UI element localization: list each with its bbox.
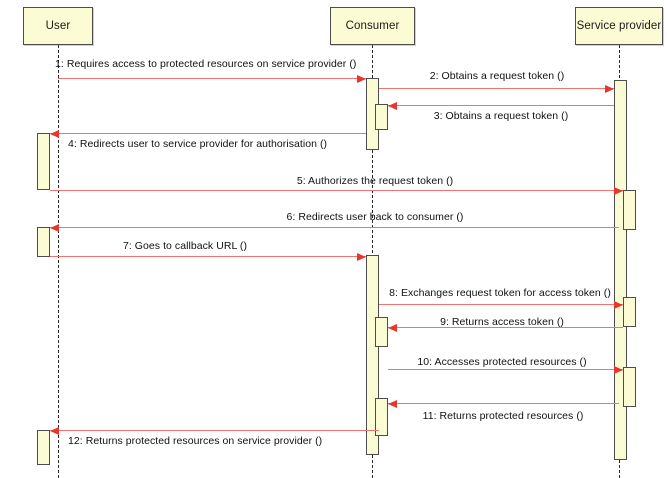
message-arrow-4 bbox=[50, 133, 366, 134]
message-arrow-10 bbox=[388, 369, 623, 370]
message-label-3: 3: Obtains a request token () bbox=[433, 110, 569, 122]
arrow-head-left-icon-3 bbox=[388, 101, 397, 110]
message-arrow-8 bbox=[379, 304, 623, 305]
user-activation-2 bbox=[37, 227, 50, 257]
message-label-1: 1: Requires access to protected resource… bbox=[55, 58, 357, 70]
message-label-2: 2: Obtains a request token () bbox=[429, 70, 565, 82]
arrow-head-right-icon-7 bbox=[357, 252, 366, 261]
message-arrow-9 bbox=[388, 327, 623, 328]
participant-label-service_provider: Service provider bbox=[576, 20, 662, 32]
message-arrow-11 bbox=[388, 403, 619, 404]
arrow-head-right-icon-8 bbox=[614, 300, 623, 309]
user-activation-1 bbox=[37, 133, 50, 190]
message-arrow-3 bbox=[388, 105, 614, 106]
message-label-4: 4: Redirects user to service provider fo… bbox=[68, 138, 328, 150]
message-label-9: 9: Returns access token () bbox=[440, 316, 564, 328]
service-provider-activation-1 bbox=[614, 80, 627, 460]
message-label-10: 10: Accesses protected resources () bbox=[417, 356, 587, 368]
message-arrow-6 bbox=[50, 227, 619, 228]
message-arrow-1 bbox=[58, 78, 366, 79]
arrow-head-left-icon-9 bbox=[388, 323, 397, 332]
arrow-head-right-icon-5 bbox=[614, 186, 623, 195]
consumer-activation-nested-1 bbox=[375, 104, 388, 130]
arrow-head-left-icon-4 bbox=[50, 129, 59, 138]
service-provider-nested-3 bbox=[623, 367, 636, 407]
participant-consumer[interactable]: Consumer bbox=[330, 7, 415, 45]
participant-service_provider[interactable]: Service provider bbox=[575, 7, 663, 45]
message-label-6: 6: Redirects user back to consumer () bbox=[286, 211, 464, 223]
arrow-head-right-icon-2 bbox=[605, 84, 614, 93]
participant-label-consumer: Consumer bbox=[345, 20, 400, 32]
arrow-head-left-icon-11 bbox=[388, 399, 397, 408]
arrow-head-right-icon-10 bbox=[614, 365, 623, 374]
message-label-12: 12: Returns protected resources on servi… bbox=[68, 435, 323, 447]
message-label-11: 11: Returns protected resources () bbox=[422, 410, 584, 422]
service-provider-nested-1 bbox=[623, 190, 636, 230]
message-arrow-7 bbox=[50, 256, 366, 257]
message-arrow-5 bbox=[50, 190, 623, 191]
message-label-8: 8: Exchanges request token for access to… bbox=[389, 287, 611, 299]
consumer-nested-2 bbox=[375, 398, 388, 436]
message-arrow-2 bbox=[379, 88, 614, 89]
participant-user[interactable]: User bbox=[23, 7, 93, 45]
message-label-7: 7: Goes to callback URL () bbox=[122, 240, 248, 252]
user-lifeline bbox=[58, 45, 59, 478]
message-arrow-12 bbox=[50, 430, 379, 431]
service-provider-nested-2 bbox=[623, 297, 636, 327]
arrow-head-left-icon-6 bbox=[50, 223, 59, 232]
arrow-head-right-icon-1 bbox=[357, 74, 366, 83]
user-activation-3 bbox=[37, 430, 50, 465]
participant-label-user: User bbox=[45, 20, 71, 32]
arrow-head-left-icon-12 bbox=[50, 426, 59, 435]
consumer-nested-1 bbox=[375, 317, 388, 347]
message-label-5: 5: Authorizes the request token () bbox=[296, 175, 454, 187]
